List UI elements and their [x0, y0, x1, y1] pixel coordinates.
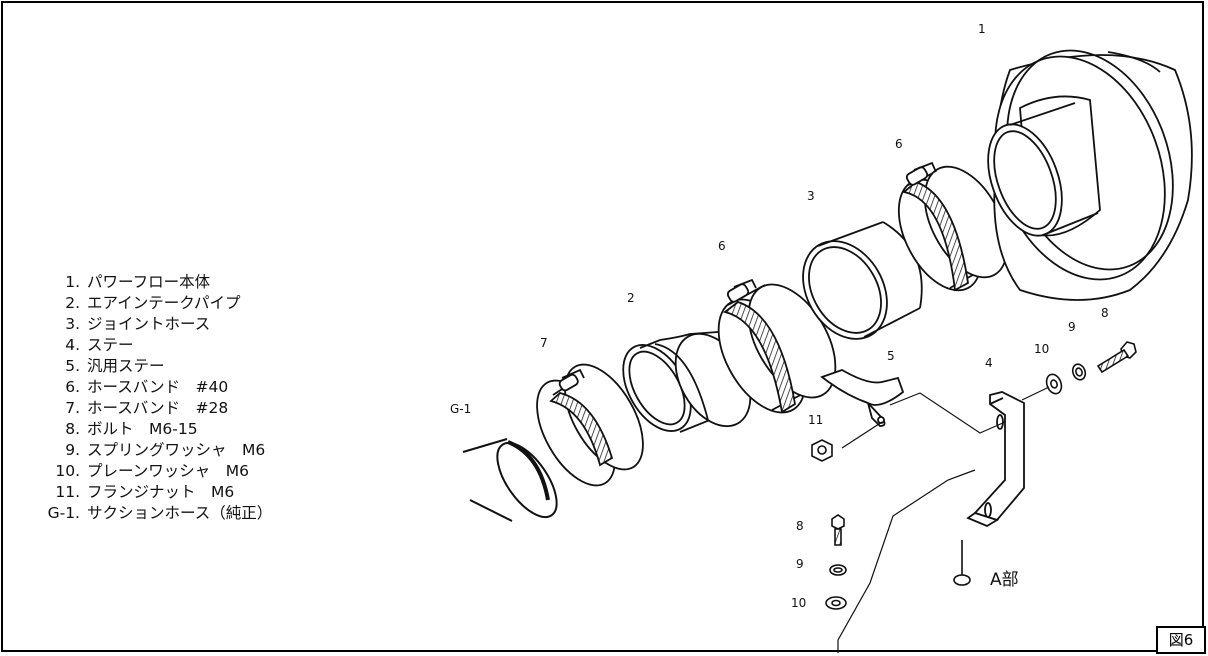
legend-item: 8. ボルト M6-15 — [24, 419, 384, 440]
parts-legend: 1. パワーフロー本体 2. エアインテークパイプ 3. ジョイントホース 4. ステー… — [24, 272, 384, 524]
legend-item: 4. ステー — [24, 335, 384, 356]
legend-number: 9. — [65, 441, 80, 459]
callout-g1: G-1 — [450, 402, 471, 416]
callout-6-rear: 6 — [895, 137, 903, 151]
legend-number: 2. — [65, 294, 80, 312]
legend-label: パワーフロー本体 — [87, 273, 211, 291]
legend-item: 7. ホースバンド #28 — [24, 398, 384, 419]
callout-9-upper: 9 — [1068, 320, 1076, 334]
legend-label: ジョイントホース — [87, 315, 211, 333]
legend-item: 2. エアインテークパイプ — [24, 293, 384, 314]
universal-stay — [820, 369, 905, 427]
legend-number: G-1. — [47, 504, 80, 522]
legend-number: 6. — [65, 378, 80, 396]
legend-item: 11. フランジナット M6 — [24, 482, 384, 503]
legend-item: 3. ジョイントホース — [24, 314, 384, 335]
legend-number: 11. — [55, 483, 80, 501]
callout-10-upper: 10 — [1034, 342, 1049, 356]
assembly-lines — [837, 386, 1050, 653]
legend-number: 8. — [65, 420, 80, 438]
hose-band-40-rear — [897, 161, 1009, 292]
legend-item: 9. スプリングワッシャ M6 — [24, 440, 384, 461]
callout-1: 1 — [978, 22, 986, 36]
spring-washer-lower — [829, 564, 847, 576]
legend-number: 3. — [65, 315, 80, 333]
legend-label: 汎用ステー — [87, 357, 165, 375]
callout-3: 3 — [807, 189, 815, 203]
detail-a-marker — [953, 540, 971, 586]
legend-label: スプリングワッシャ M6 — [87, 441, 266, 459]
callout-6-front: 6 — [718, 239, 726, 253]
legend-number: 7. — [65, 399, 80, 417]
legend-item: 6. ホースバンド #40 — [24, 377, 384, 398]
callout-10-lower: 10 — [791, 596, 806, 610]
callout-7: 7 — [540, 336, 548, 350]
legend-label: ホースバンド #28 — [87, 399, 229, 417]
legend-label: エアインテークパイプ — [87, 294, 241, 312]
callout-4: 4 — [985, 356, 993, 370]
flange-nut — [811, 439, 833, 462]
callout-9-lower: 9 — [796, 557, 804, 571]
callout-2: 2 — [627, 291, 635, 305]
legend-number: 1. — [65, 273, 80, 291]
legend-item: 10. プレーンワッシャ M6 — [24, 461, 384, 482]
legend-label: ステー — [87, 336, 134, 354]
spring-washer-upper — [1071, 363, 1087, 381]
legend-number: 10. — [55, 462, 80, 480]
hose-band-28 — [536, 363, 644, 487]
suction-hose-g1 — [462, 438, 558, 522]
legend-label: サクションホース（純正） — [87, 504, 273, 522]
callout-8-upper: 8 — [1101, 306, 1109, 320]
callout-8-lower: 8 — [796, 519, 804, 533]
legend-number: 5. — [65, 357, 80, 375]
air-intake-pipe — [622, 331, 752, 433]
callout-11: 11 — [808, 413, 823, 427]
stay-bracket — [966, 391, 1025, 528]
legend-item: G-1. サクションホース（純正） — [24, 503, 384, 524]
bolt-lower — [831, 514, 845, 546]
legend-item: 5. 汎用ステー — [24, 356, 384, 377]
plain-washer-upper — [1045, 373, 1063, 395]
legend-label: フランジナット M6 — [87, 483, 235, 501]
power-flow-body — [987, 49, 1193, 301]
legend-item: 1. パワーフロー本体 — [24, 272, 384, 293]
callout-5: 5 — [887, 349, 895, 363]
plain-washer-lower — [825, 596, 847, 610]
detail-a-label: A部 — [990, 570, 1019, 590]
legend-number: 4. — [65, 336, 80, 354]
figure-label: 図6 — [1156, 626, 1206, 654]
bolt-upper — [1096, 341, 1137, 374]
legend-label: ホースバンド #40 — [87, 378, 229, 396]
legend-label: プレーンワッシャ M6 — [87, 462, 249, 480]
legend-label: ボルト M6-15 — [87, 420, 198, 438]
joint-hose — [802, 221, 923, 340]
